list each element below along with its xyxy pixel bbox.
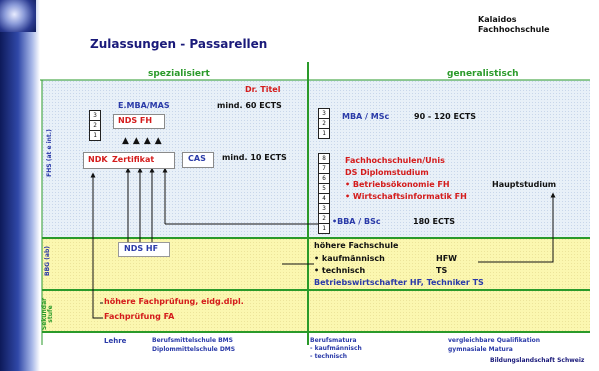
cas-label: CAS <box>188 154 206 163</box>
mind10-label: mind. 10 ECTS <box>222 153 287 162</box>
institution-subtitle: Fachhochschule <box>478 25 550 34</box>
zertifikat-label: Zertifikat <box>112 155 155 164</box>
nds-hf-box: NDS HF <box>118 242 170 257</box>
cas-box: CAS <box>182 152 214 168</box>
right-bachelor-stack: 8 7 6 5 4 3 2 1 <box>318 153 330 234</box>
ects-90-label: 90 - 120 ECTS <box>414 112 477 121</box>
kaufmaennisch-label: • kaufmännisch <box>314 254 385 263</box>
dms-label: Diplommittelschule DMS <box>152 346 236 353</box>
band-fhs <box>42 80 590 238</box>
fachpruefung-label: Fachprüfung FA <box>104 312 175 321</box>
hfw-label: HFW <box>436 254 457 263</box>
dr-titel-label: Dr. Titel <box>245 85 281 94</box>
hauptstudium-label: Hauptstudium <box>492 180 557 189</box>
column-header-spezialisiert: spezialisiert <box>148 69 210 79</box>
right-mba-stack: 3 2 1 <box>318 108 330 139</box>
decorative-side-strip <box>0 0 40 371</box>
page-title: Zulassungen - Passarellen <box>90 37 268 51</box>
bba-label: •BBA / BSc <box>332 217 381 226</box>
lehre-label: Lehre <box>104 337 127 345</box>
logo-graphic <box>0 0 36 32</box>
emba-label: E.MBA/MAS <box>118 101 170 110</box>
footer-source: Bildungslandschaft Schweiz <box>490 357 585 364</box>
nds-hf-label: NDS HF <box>124 244 159 253</box>
berufsmatura-label: Berufsmatura <box>310 337 357 344</box>
band-sek <box>42 290 590 332</box>
left-level-stack: 3 2 1 <box>89 110 101 141</box>
bm-kaufm-label: - kaufmännisch <box>310 345 362 352</box>
mba-label: MBA / MSc <box>342 112 390 121</box>
ds-diplom-label: DS Diplomstudium <box>345 168 429 177</box>
bm-techn-label: - technisch <box>310 353 348 360</box>
ndk-zertifikat-box: NDK Zertifikat <box>83 152 175 169</box>
ts-label: TS <box>436 266 448 275</box>
vergleichbare-label: vergleichbare Qualifikation <box>448 337 541 344</box>
ects-180-label: 180 ECTS <box>413 217 456 226</box>
bwl-label: • Betriebsökonomie FH <box>345 180 450 189</box>
mind60-label: mind. 60 ECTS <box>217 101 282 110</box>
ndk-label: NDK <box>88 155 108 164</box>
column-header-generalistisch: generalistisch <box>447 69 519 79</box>
betriebswirtschafter-label: Betriebswirtschafter HF, Techniker TS <box>314 278 484 287</box>
gymnasiale-label: gymnasiale Matura <box>448 346 513 353</box>
bms-label: Berufsmittelschule BMS <box>152 337 233 344</box>
nds-fh-box: NDS FH <box>113 114 165 129</box>
hoehere-fachpruefung-label: höhere Fachprüfung, eidg.dipl. <box>104 297 244 306</box>
hoehere-fachschule-label: höhere Fachschule <box>314 241 399 250</box>
nds-fh-label: NDS FH <box>118 116 153 125</box>
up-arrows: ▲▲▲▲ <box>122 136 166 146</box>
institution-name: Kalaidos <box>478 15 517 24</box>
technisch-label: • technisch <box>314 266 366 275</box>
winf-label: • Wirtschaftsinformatik FH <box>345 192 467 201</box>
fh-unis-label: Fachhochschulen/Unis <box>345 156 445 165</box>
